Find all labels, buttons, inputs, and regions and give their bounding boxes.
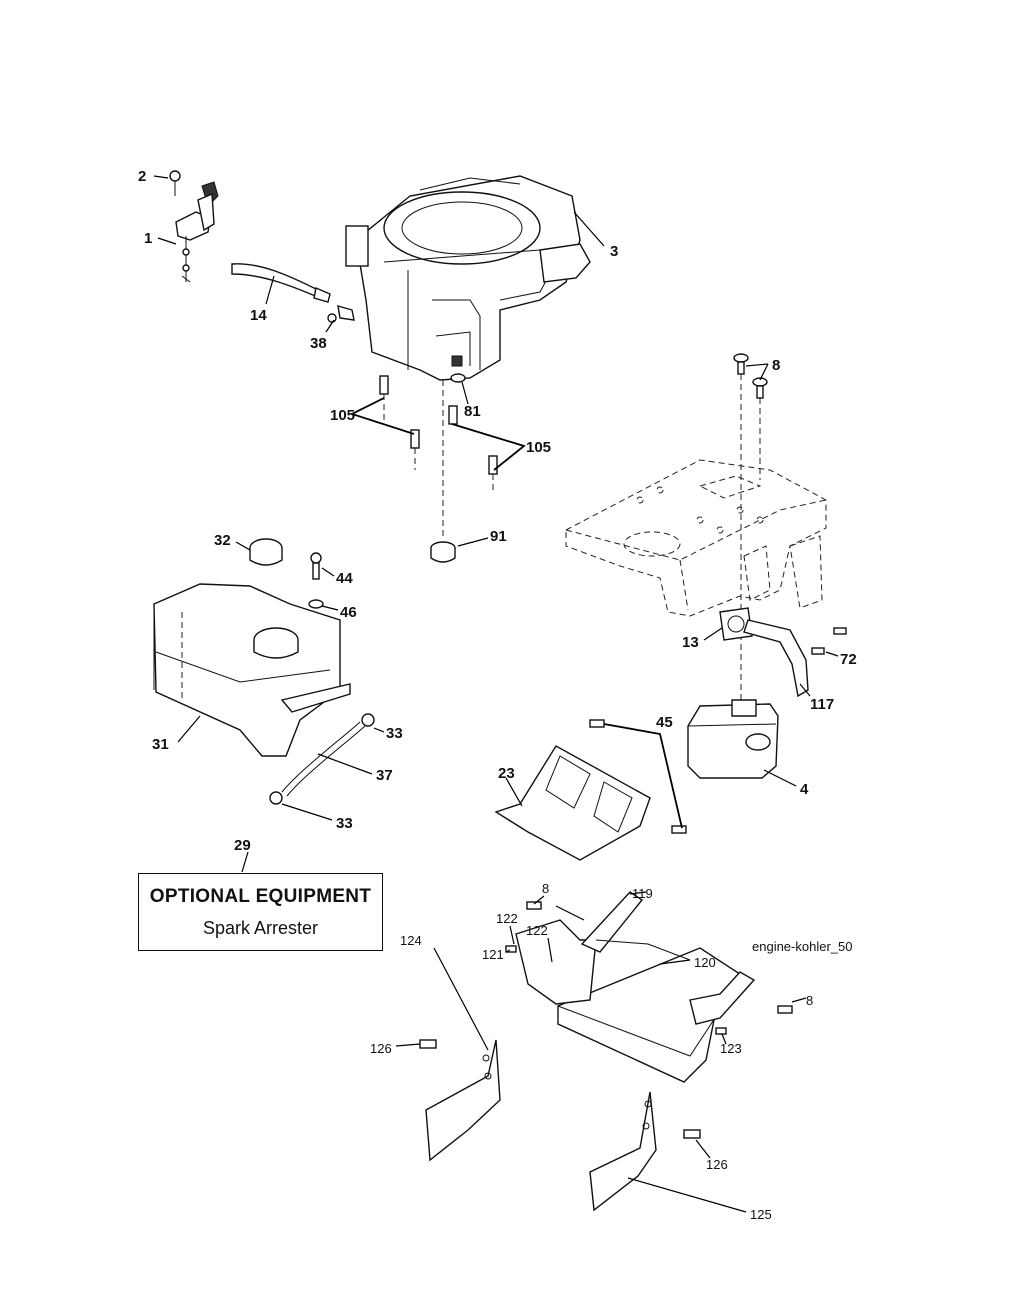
callout-4: 4: [800, 781, 809, 798]
spark-arrester-bracket-part: [589, 1091, 657, 1212]
callout-2: 2: [138, 168, 146, 185]
callout-122: 122: [526, 923, 548, 938]
tractor-frame-part: [565, 459, 827, 617]
spark-arrester-bracket-part: [425, 1039, 501, 1162]
mounting-bracket-part: [515, 891, 756, 1083]
callout-122: 122: [496, 911, 518, 926]
callout-13: 13: [682, 634, 699, 651]
diagram-id-label: engine-kohler_50: [752, 939, 853, 954]
callout-37: 37: [376, 767, 393, 784]
callout-14: 14: [250, 307, 267, 324]
engine-bolt-part: [379, 375, 498, 475]
callout-8: 8: [772, 357, 780, 374]
fuel-cap-part: [249, 538, 283, 566]
callout-126: 126: [370, 1041, 392, 1056]
screw-part: [811, 627, 847, 655]
callout-1: 1: [144, 230, 152, 247]
callout-91: 91: [490, 528, 507, 545]
callout-38: 38: [310, 335, 327, 352]
callout-8: 8: [542, 881, 549, 896]
fuel-line-part: [281, 721, 366, 797]
hose-clamp-part: [269, 713, 375, 805]
callout-33: 33: [386, 725, 403, 742]
spacer-part: [430, 541, 456, 563]
bracket-bolt-part: [505, 901, 793, 1035]
callout-123: 123: [720, 1041, 742, 1056]
callout-120: 120: [694, 955, 716, 970]
exhaust-pipe-part: [743, 619, 809, 698]
callout-105: 105: [526, 439, 551, 456]
callout-31: 31: [152, 736, 169, 753]
callout-29: 29: [234, 837, 251, 854]
fuel-hose-part: [231, 263, 331, 303]
callout-72: 72: [840, 651, 857, 668]
callout-46: 46: [340, 604, 357, 621]
heat-shield-part: [494, 745, 651, 861]
leader-lines: [153, 175, 839, 1213]
muffler-part: [687, 699, 779, 779]
fuel-tank-part: [153, 583, 351, 757]
screw-part: [589, 719, 687, 834]
callout-121: 121: [482, 947, 504, 962]
optional-equipment-title: OPTIONAL EQUIPMENT: [149, 886, 372, 907]
callout-124: 124: [400, 933, 422, 948]
callout-105: 105: [330, 407, 355, 424]
callout-119: 119: [632, 886, 653, 901]
callout-125: 125: [750, 1207, 772, 1222]
screw-part: [169, 170, 181, 196]
callout-33: 33: [336, 815, 353, 832]
washer-part: [450, 373, 466, 383]
callout-81: 81: [464, 403, 481, 420]
tank-screw-part: [310, 552, 322, 580]
optional-equipment-box: OPTIONAL EQUIPMENT Spark Arrester: [138, 873, 383, 951]
callout-23: 23: [498, 765, 515, 782]
throttle-control-part: [175, 181, 219, 283]
optional-equipment-subtitle: Spark Arrester: [202, 918, 319, 938]
callout-117: 117: [810, 696, 834, 713]
callout-3: 3: [610, 243, 618, 260]
fitting-part: [327, 305, 355, 323]
callout-126: 126: [706, 1157, 728, 1172]
callout-32: 32: [214, 532, 231, 549]
engine-part: [345, 175, 591, 381]
callout-44: 44: [336, 570, 353, 587]
callout-45: 45: [656, 714, 673, 731]
tank-washer-part: [308, 599, 324, 609]
callout-labels: 2 1 14 38 3 8 81 105 105 91 32 44 46 13 …: [138, 168, 857, 1222]
callout-8: 8: [806, 993, 813, 1008]
